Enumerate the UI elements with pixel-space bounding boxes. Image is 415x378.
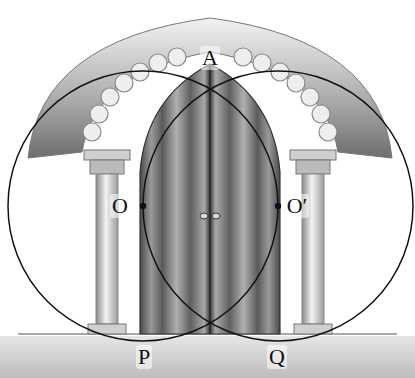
left-circle xyxy=(8,71,278,341)
center-point xyxy=(275,203,281,209)
door-seam xyxy=(209,64,210,334)
point-label: P xyxy=(136,345,152,369)
door-handle xyxy=(200,213,208,219)
door xyxy=(140,64,280,334)
right-column xyxy=(290,150,336,334)
point-label: O xyxy=(110,194,130,218)
floor xyxy=(0,336,415,378)
point-label: Q xyxy=(267,345,287,369)
left-column xyxy=(84,150,130,334)
point-label: A xyxy=(200,46,220,70)
center-point xyxy=(140,203,146,209)
point-label: O′ xyxy=(285,194,310,218)
right-circle xyxy=(143,71,413,341)
door-handle xyxy=(212,213,220,219)
